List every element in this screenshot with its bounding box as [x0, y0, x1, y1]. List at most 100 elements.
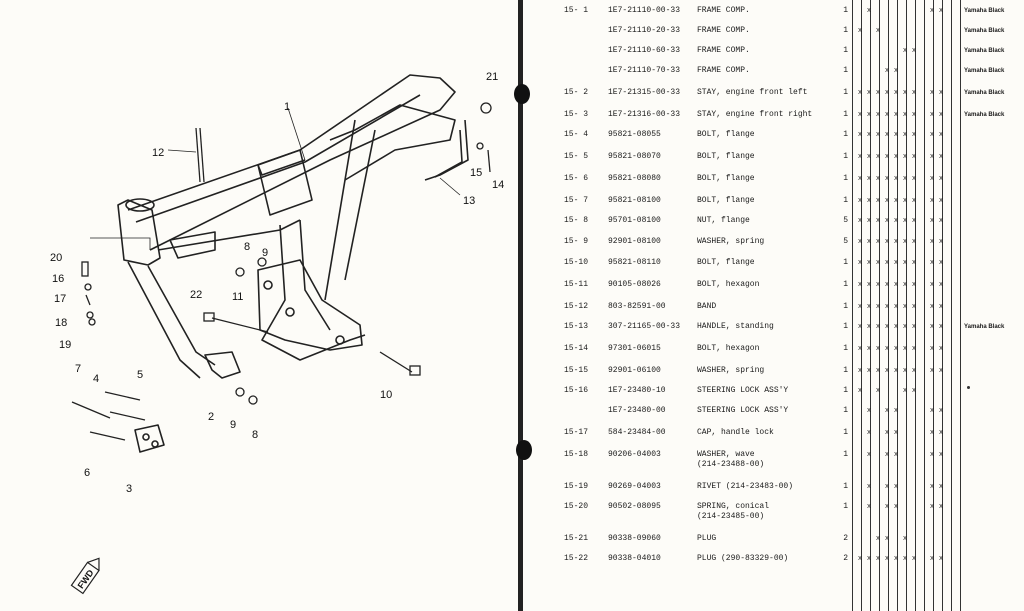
- quantity: 1: [843, 130, 848, 139]
- callout-12: 12: [152, 147, 164, 159]
- part-description: NUT, flange: [697, 216, 750, 225]
- ref-number: 15-12: [564, 302, 589, 311]
- model-applicability-mark: x: [857, 303, 863, 311]
- ref-number: 15-17: [564, 428, 589, 437]
- model-applicability-mark: x: [911, 555, 917, 563]
- model-applicability-mark: x: [875, 367, 881, 375]
- model-applicability-mark: x: [929, 131, 935, 139]
- part-description: PLUG (290-83329-00): [697, 554, 789, 563]
- model-applicability-mark: x: [875, 89, 881, 97]
- callout-16: 16: [52, 273, 64, 285]
- model-applicability-mark: x: [911, 47, 917, 55]
- quantity: 1: [843, 386, 848, 395]
- model-applicability-mark: x: [866, 503, 872, 511]
- model-applicability-mark: x: [911, 281, 917, 289]
- model-applicability-mark: x: [893, 503, 899, 511]
- model-applicability-mark: x: [938, 407, 944, 415]
- callout-8b: 8: [252, 429, 258, 441]
- model-applicability-mark: x: [911, 175, 917, 183]
- part-number: 95701-08100: [608, 216, 661, 225]
- part-number: 1E7-23480-00: [608, 406, 666, 415]
- quantity: 2: [843, 554, 848, 563]
- callout-4: 4: [93, 373, 99, 385]
- model-applicability-mark: x: [902, 131, 908, 139]
- model-applicability-mark: x: [911, 238, 917, 246]
- part-description: WASHER, wave (214-23488-00): [697, 450, 765, 469]
- model-applicability-mark: x: [902, 387, 908, 395]
- model-applicability-mark: x: [902, 345, 908, 353]
- ref-number: 15-13: [564, 322, 589, 331]
- callout-20: 20: [50, 252, 62, 264]
- callout-9b: 9: [230, 419, 236, 431]
- model-applicability-mark: x: [911, 323, 917, 331]
- part-number: 584-23484-00: [608, 428, 666, 437]
- callout-7: 7: [75, 363, 81, 375]
- model-applicability-mark: x: [893, 451, 899, 459]
- column-rule: [888, 0, 889, 611]
- part-description: BOLT, hexagon: [697, 344, 760, 353]
- column-rule: [951, 0, 952, 611]
- model-applicability-mark: x: [929, 323, 935, 331]
- model-applicability-mark: x: [884, 303, 890, 311]
- model-applicability-mark: x: [929, 451, 935, 459]
- part-description: SPRING, conical (214-23485-00): [697, 502, 770, 521]
- part-number: 90338-09060: [608, 534, 661, 543]
- model-applicability-mark: x: [893, 111, 899, 119]
- model-applicability-mark: x: [875, 111, 881, 119]
- stray-dot: [967, 386, 970, 389]
- model-applicability-mark: x: [929, 175, 935, 183]
- model-applicability-mark: x: [875, 303, 881, 311]
- model-applicability-mark: x: [875, 131, 881, 139]
- part-description: BOLT, flange: [697, 196, 755, 205]
- model-applicability-mark: x: [902, 303, 908, 311]
- column-rule: [942, 0, 943, 611]
- model-applicability-mark: x: [857, 345, 863, 353]
- model-applicability-mark: x: [902, 175, 908, 183]
- part-number: 307-21165-00-33: [608, 322, 681, 331]
- callout-13: 13: [463, 195, 475, 207]
- model-applicability-mark: x: [875, 387, 881, 395]
- model-applicability-mark: x: [857, 323, 863, 331]
- quantity: 1: [843, 482, 848, 491]
- model-applicability-mark: x: [929, 89, 935, 97]
- part-number: 95821-08070: [608, 152, 661, 161]
- part-description: STEERING LOCK ASS'Y: [697, 406, 789, 415]
- fwd-arrow-icon: FWD: [70, 557, 100, 595]
- model-applicability-mark: x: [938, 259, 944, 267]
- quantity: 1: [843, 302, 848, 311]
- model-applicability-mark: x: [857, 131, 863, 139]
- column-rule: [897, 0, 898, 611]
- model-applicability-mark: x: [866, 131, 872, 139]
- binder-hole-icon: [516, 440, 532, 460]
- model-applicability-mark: x: [893, 175, 899, 183]
- color-note: Yamaha Black: [964, 68, 1005, 74]
- model-applicability-mark: x: [902, 217, 908, 225]
- callout-21: 21: [486, 71, 498, 83]
- part-description: CAP, handle lock: [697, 428, 774, 437]
- model-applicability-mark: x: [938, 429, 944, 437]
- callout-1: 1: [284, 101, 290, 113]
- model-applicability-mark: x: [875, 153, 881, 161]
- model-applicability-mark: x: [902, 367, 908, 375]
- model-applicability-mark: x: [911, 345, 917, 353]
- frame-drawing: [117, 74, 469, 453]
- quantity: 1: [843, 322, 848, 331]
- model-applicability-mark: x: [938, 303, 944, 311]
- callout-5: 5: [137, 369, 143, 381]
- model-applicability-mark: x: [938, 483, 944, 491]
- ref-number: 15-15: [564, 366, 589, 375]
- model-applicability-mark: x: [938, 131, 944, 139]
- column-rule: [870, 0, 871, 611]
- model-applicability-mark: x: [875, 323, 881, 331]
- model-applicability-mark: x: [893, 67, 899, 75]
- model-applicability-mark: x: [902, 535, 908, 543]
- ref-number: 15- 2: [564, 88, 589, 97]
- callout-3: 3: [126, 483, 132, 495]
- column-rule: [861, 0, 862, 611]
- model-applicability-mark: x: [929, 217, 935, 225]
- quantity: 1: [843, 344, 848, 353]
- part-number: 95821-08110: [608, 258, 661, 267]
- model-applicability-mark: x: [938, 345, 944, 353]
- quantity: 1: [843, 152, 848, 161]
